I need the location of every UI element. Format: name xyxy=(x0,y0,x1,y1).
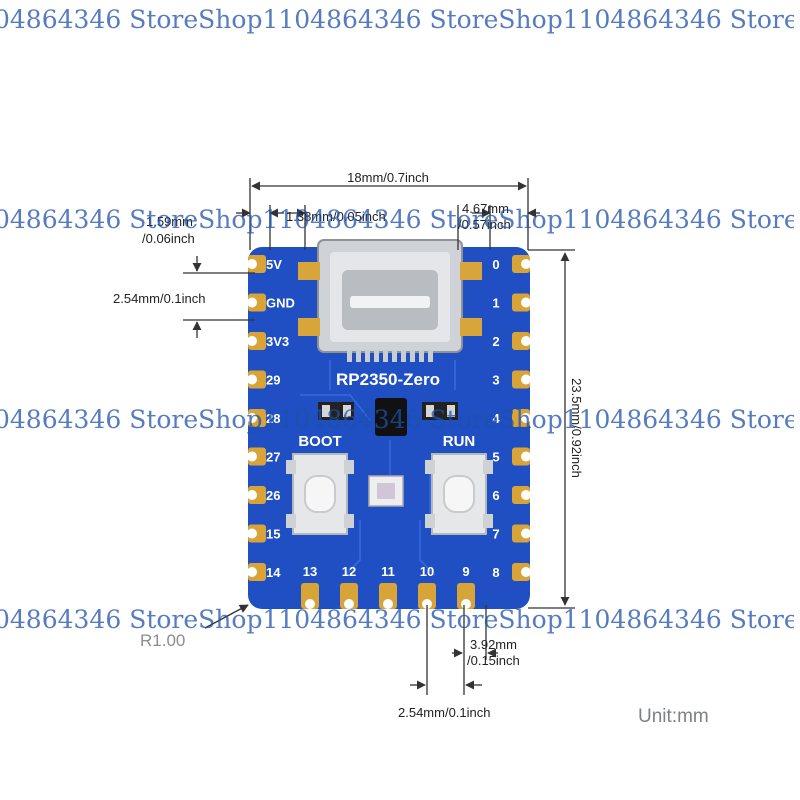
right-pin-label: 3 xyxy=(492,373,499,388)
dim-bottom-offset-1: 3.92mm xyxy=(470,637,517,652)
dim-usb-offset: 1.38mm/0.05inch xyxy=(286,209,386,224)
left-pin-label: 27 xyxy=(266,450,280,465)
watermark-row-1: 04864346 StoreShop1104864346 StoreShop11… xyxy=(0,5,794,34)
bottom-pin-pad xyxy=(301,583,319,609)
dimension-annotations xyxy=(183,178,575,695)
run-label: RUN xyxy=(443,433,476,450)
right-pin-label: 8 xyxy=(492,565,499,580)
dim-width: 18mm/0.7inch xyxy=(347,170,429,185)
boot-button xyxy=(286,453,354,535)
right-pin-labels: 0 1 2 3 4 5 6 7 8 xyxy=(492,257,500,580)
left-pin-label: 29 xyxy=(266,373,280,388)
left-pin-pad xyxy=(247,370,266,389)
dim-edge-offset-2: /0.06inch xyxy=(142,231,195,246)
board-name: RP2350-Zero xyxy=(336,370,440,389)
left-pin-pad xyxy=(247,563,266,581)
boot-label: BOOT xyxy=(298,433,341,450)
right-pin-label: 5 xyxy=(492,450,499,465)
left-pin-label: 14 xyxy=(266,565,281,580)
left-pin-pad xyxy=(247,293,266,312)
right-pin-label: 1 xyxy=(492,296,499,311)
usb-c-pins xyxy=(347,350,433,362)
left-pin-label: 3V3 xyxy=(266,334,289,349)
right-pin-pad xyxy=(512,370,531,389)
right-pin-label: 4 xyxy=(492,411,500,426)
right-pin-pad xyxy=(512,563,531,581)
bottom-pin-pad xyxy=(340,583,358,609)
left-pin-label: 26 xyxy=(266,488,280,503)
right-pin-pads xyxy=(512,255,531,581)
bottom-pin-label: 9 xyxy=(462,564,469,579)
left-pin-label: GND xyxy=(266,296,295,311)
usb-pin xyxy=(374,350,379,362)
dim-pin-pitch-bottom: 2.54mm/0.1inch xyxy=(398,705,491,720)
bottom-pin-label: 13 xyxy=(303,564,317,579)
left-pin-pad xyxy=(247,332,266,350)
left-pin-pads xyxy=(247,255,266,581)
right-pin-label: 2 xyxy=(492,334,499,349)
bottom-pin-pad xyxy=(418,583,436,609)
unit-label: Unit:mm xyxy=(638,706,709,727)
right-pin-pad xyxy=(512,332,531,350)
dim-right-offset-1: 4.67mm xyxy=(462,201,509,216)
dim-pin-pitch-left: 2.54mm/0.1inch xyxy=(113,291,206,306)
mcu-chip xyxy=(375,398,407,436)
left-pin-pad xyxy=(247,524,266,543)
chip-area xyxy=(318,398,458,436)
left-pin-pad xyxy=(247,409,266,427)
watermark-row-4: 04864346 StoreShop1104864346 StoreShop11… xyxy=(0,605,794,634)
right-pin-pad xyxy=(512,524,531,543)
revision-label: R1.00 xyxy=(140,631,185,650)
left-pin-label: 5V xyxy=(266,257,282,272)
watermark-row-3: 04864346 StoreShop1104864346 StoreShop11… xyxy=(0,405,794,434)
usb-pin xyxy=(347,350,352,362)
usb-pin xyxy=(356,350,361,362)
usb-pin xyxy=(410,350,415,362)
dim-right-offset-2: /0.57inch xyxy=(458,217,511,232)
usb-c-connector xyxy=(298,239,482,362)
right-pin-pad xyxy=(512,447,531,466)
left-pin-pad xyxy=(247,447,266,466)
usb-pin xyxy=(419,350,424,362)
bottom-pin-label: 12 xyxy=(342,564,356,579)
usb-pin xyxy=(392,350,397,362)
left-pin-pad xyxy=(247,255,266,273)
right-pin-pad xyxy=(512,293,531,312)
left-pin-pad xyxy=(247,486,266,504)
right-pin-pad xyxy=(512,409,531,427)
right-pin-pad xyxy=(512,486,531,504)
dim-edge-offset-1: 1.59mm xyxy=(146,214,193,229)
right-pin-label: 0 xyxy=(492,257,499,272)
pcb-board: RP2350-Zero BOOT RUN xyxy=(247,239,531,609)
right-pin-pad xyxy=(512,255,531,273)
bottom-pin-label: 10 xyxy=(420,564,434,579)
right-pin-label: 6 xyxy=(492,488,499,503)
dim-bottom-offset-2: /0.15inch xyxy=(467,653,520,668)
left-pin-label: 28 xyxy=(266,411,280,426)
right-pin-label: 7 xyxy=(492,527,499,542)
bottom-pin-pad xyxy=(379,583,397,609)
usb-pin xyxy=(365,350,370,362)
usb-pin xyxy=(428,350,433,362)
left-pin-label: 15 xyxy=(266,527,280,542)
usb-pin xyxy=(401,350,406,362)
usb-pin xyxy=(383,350,388,362)
dimension-labels: 18mm/0.7inch 1.59mm /0.06inch 1.38mm/0.0… xyxy=(113,170,584,720)
rgb-led xyxy=(368,475,404,507)
bottom-pin-label: 11 xyxy=(381,564,395,579)
dim-height: 23.5mm/0.92inch xyxy=(569,378,584,478)
run-button xyxy=(425,453,493,535)
bottom-pin-labels: 13 12 11 10 9 xyxy=(303,564,470,579)
watermark-row-2: 04864346 StoreShop1104864346 StoreShop11… xyxy=(0,205,794,234)
left-pin-labels: 5V GND 3V3 29 28 27 26 15 14 xyxy=(266,257,295,580)
bottom-pin-pads xyxy=(301,583,475,609)
